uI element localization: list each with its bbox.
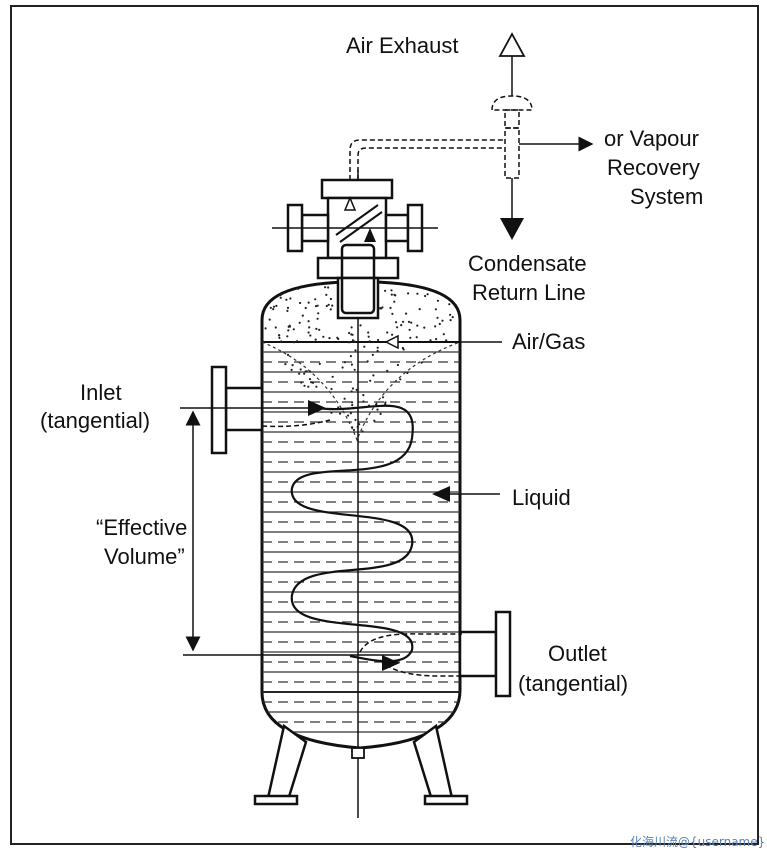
label-vapour-2: Recovery xyxy=(607,155,700,180)
label-vapour-3: System xyxy=(630,184,704,209)
label-inlet-1: Inlet xyxy=(80,380,122,405)
support-legs xyxy=(253,723,469,806)
valve-arrow-open xyxy=(343,196,357,211)
inlet-flow-dashed xyxy=(261,419,331,428)
liquid-hatch xyxy=(262,351,460,733)
drain-plug xyxy=(351,747,365,759)
label-effective-2: Volume” xyxy=(104,544,185,569)
top-valve-assembly xyxy=(286,178,424,320)
label-outlet-2: (tangential) xyxy=(518,671,629,696)
label-condensate-1: Condensate xyxy=(468,251,587,276)
valve-arrow-solid xyxy=(364,228,376,242)
watermark: 化海川流@{username} xyxy=(630,835,766,849)
label-air-exhaust: Air Exhaust xyxy=(346,33,459,58)
label-condensate-2: Return Line xyxy=(472,280,586,305)
inlet-nozzle xyxy=(210,365,264,455)
inlet-flow-arrow xyxy=(308,400,326,416)
air-gas-cone xyxy=(261,341,461,442)
label-liquid: Liquid xyxy=(512,485,571,510)
outlet-flow-dashed xyxy=(359,633,462,677)
label-air-gas: Air/Gas xyxy=(512,329,586,354)
label-inlet-2: (tangential) xyxy=(40,408,151,433)
liquid-arrow xyxy=(432,486,450,502)
spiral-flow xyxy=(290,404,414,663)
outlet-nozzle xyxy=(458,610,512,698)
exhaust-pipe xyxy=(349,95,533,180)
label-outlet-1: Outlet xyxy=(548,641,607,666)
label-effective-1: “Effective xyxy=(96,515,188,540)
air-exhaust-arrow xyxy=(498,32,526,57)
air-gas-arrow xyxy=(384,334,399,350)
label-vapour-1: or Vapour xyxy=(604,126,699,151)
outlet-flow-arrow xyxy=(382,655,400,671)
diagram-frame xyxy=(10,5,759,845)
condensate-arrow xyxy=(500,218,524,240)
